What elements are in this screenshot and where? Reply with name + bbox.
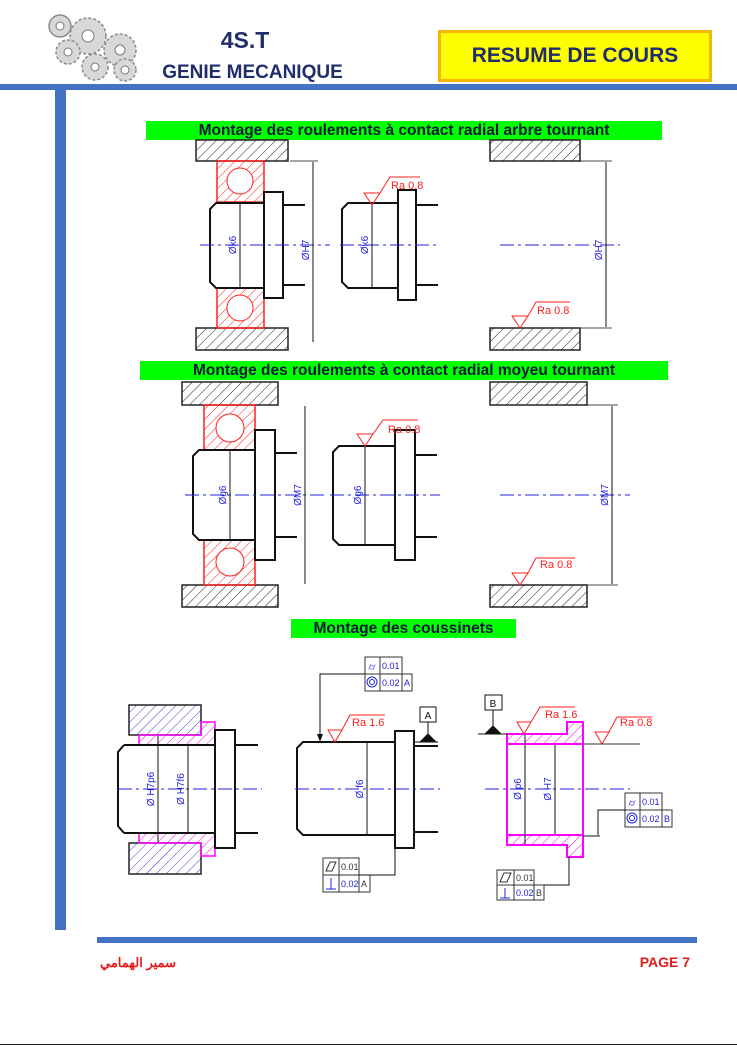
page-bottom-border — [0, 1044, 737, 1045]
datum-b-label: B — [490, 699, 497, 710]
shaft-fit-label: Ø f6 — [355, 779, 366, 798]
tolerance-frame-top: ⌭ 0.01 0.02 A — [317, 656, 413, 742]
shaft-fit-label: Øg6 — [218, 485, 229, 504]
bearing-icon — [216, 160, 265, 329]
tolerance-value: 0.02 — [341, 879, 359, 889]
drawing-moyeu-tournant-assembly: Øg6 ØM7 — [181, 381, 325, 608]
tolerance-value: 0.01 — [642, 797, 660, 807]
datum-ref: A — [361, 879, 367, 889]
roughness-label: Ra 0.8 — [391, 180, 423, 192]
concentricity-icon — [626, 812, 638, 824]
tolerance-value: 0.02 — [516, 888, 534, 898]
drawing-arbre-tournant-housing: Ra 0.8 ØH7 — [489, 139, 620, 351]
drawing-coussinet-bushing: Ø p6 Ø H7 Ra 1.6 Ra 0.8 B ⌭ 0.01 0.02 B … — [478, 694, 673, 901]
document-type-label: RESUME DE COURS — [471, 44, 679, 67]
tolerance-value: 0.01 — [382, 661, 400, 671]
datum-ref: B — [664, 814, 670, 824]
tolerance-frame-bottom: 0.01 0.02 A — [322, 848, 396, 893]
perpendicularity-icon — [500, 888, 510, 899]
outer-fit-label: Ø p6 — [513, 778, 524, 800]
roughness-label: Ra 1.6 — [352, 717, 384, 729]
bore-fit-label: ØH7 — [594, 239, 605, 260]
drawing-arbre-tournant-assembly: Øk6 ØH7 — [195, 139, 330, 351]
bore-fit-label: ØM7 — [600, 484, 611, 506]
section-title-arbre-tournant: Montage des roulements à contact radial … — [146, 121, 662, 140]
inner-fit-label: Ø H7f6 — [176, 773, 187, 805]
shaft-fit-label: Øk6 — [360, 235, 371, 254]
inner-fit-label: Ø H7 — [543, 777, 554, 801]
cylindricity-icon: ⌭ — [628, 798, 636, 809]
datum-a-label: A — [425, 711, 432, 722]
drawing-moyeu-tournant-housing: Ra 0.8 ØM7 — [489, 381, 630, 608]
datum-ref: B — [536, 888, 542, 898]
left-margin-bar — [55, 90, 66, 930]
roughness-label: Ra 0.8 — [540, 559, 572, 571]
flatness-icon — [325, 861, 337, 872]
level-title: 4S.T — [220, 27, 270, 53]
drawing-coussinet-assembly: Ø H7p6 Ø H7f6 — [117, 704, 262, 875]
tolerance-value: 0.01 — [516, 873, 534, 883]
roughness-label: Ra 0.8 — [537, 305, 569, 317]
tolerance-frame-right: ⌭ 0.01 0.02 B — [583, 792, 673, 837]
author-name: سمير الهمامي — [100, 955, 176, 970]
document-type-badge: RESUME DE COURS — [438, 30, 712, 82]
perpendicularity-icon — [326, 878, 336, 890]
outer-fit-label: Ø H7p6 — [146, 771, 157, 806]
housing-bottom — [195, 327, 289, 351]
footer-rule — [97, 937, 697, 943]
bore-fit-label: ØH7 — [301, 239, 312, 260]
roughness-label: Ra 1.6 — [545, 709, 577, 721]
tolerance-value: 0.02 — [382, 678, 400, 688]
cylindricity-icon: ⌭ — [368, 662, 376, 673]
section-title-moyeu-tournant: Montage des roulements à contact radial … — [140, 361, 668, 380]
shaft-fit-label: Øg6 — [353, 485, 364, 504]
shaft-fit-label: Øk6 — [228, 235, 239, 254]
flatness-icon — [499, 872, 512, 883]
page-number: PAGE 7 — [639, 954, 690, 970]
drawing-moyeu-tournant-shaft: Ra 0.8 Øg6 — [330, 419, 440, 561]
section-title-coussinets: Montage des coussinets — [291, 619, 516, 638]
drawing-arbre-tournant-shaft: Ra 0.8 Øk6 — [340, 176, 440, 301]
tolerance-value: 0.02 — [642, 814, 660, 824]
header-rule — [0, 84, 737, 90]
gears-logo — [40, 12, 145, 84]
housing-top — [195, 139, 289, 162]
datum-ref: A — [404, 678, 410, 688]
concentricity-icon — [369, 679, 375, 685]
tolerance-frame-bottom-b: 0.01 0.02 B — [496, 857, 570, 901]
roughness-label: Ra 0.8 — [388, 424, 420, 436]
bore-fit-label: ØM7 — [293, 484, 304, 506]
drawing-coussinet-shaft: Ø f6 Ra 1.6 A ⌭ 0.01 0.02 A 0.01 0.02 A — [295, 656, 440, 893]
roughness-label: Ra 0.8 — [620, 717, 652, 729]
subject-title: GENIE MECANIQUE — [162, 62, 343, 83]
tolerance-value: 0.01 — [341, 862, 359, 872]
